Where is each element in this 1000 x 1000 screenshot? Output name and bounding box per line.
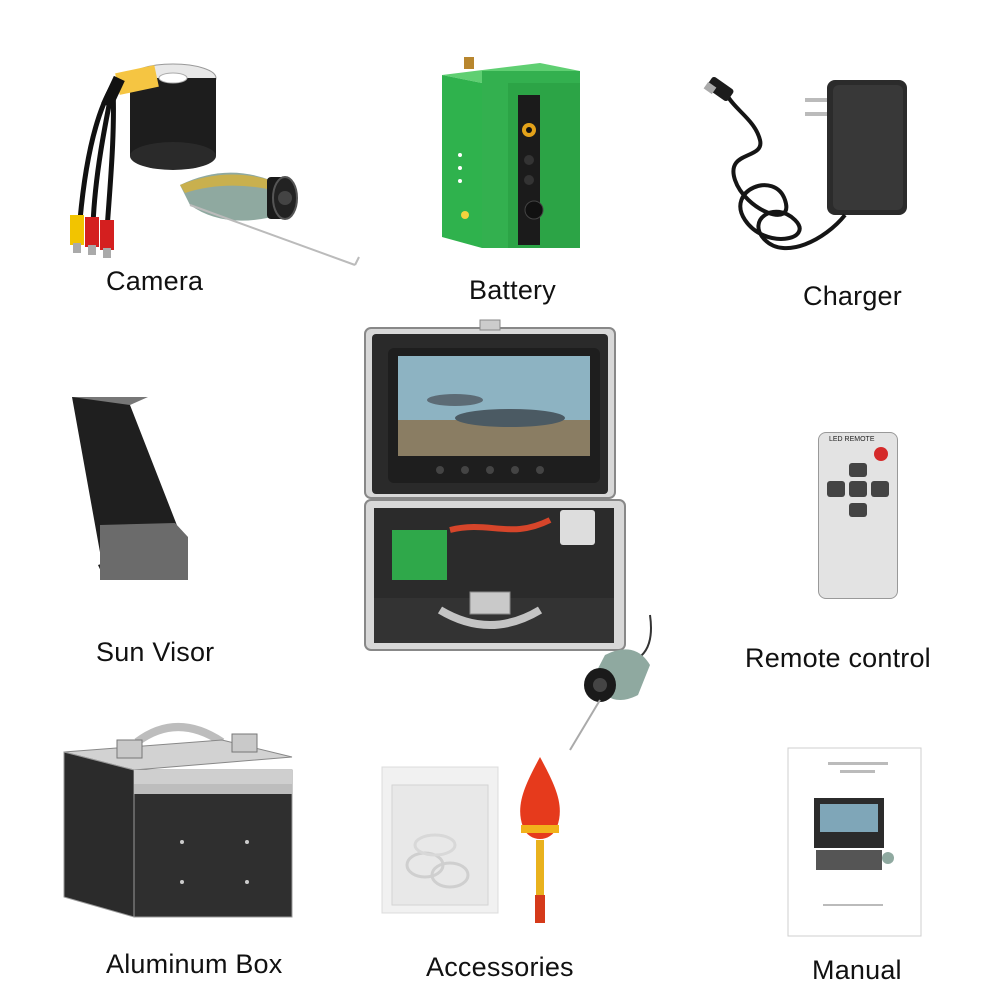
- camera-icon: [70, 63, 360, 266]
- sun-visor-icon: [72, 397, 188, 580]
- sun-visor-label: Sun Visor: [96, 637, 215, 667]
- battery-label: Battery: [469, 275, 556, 305]
- aluminum-box-icon: [63, 723, 293, 918]
- monitor-kit-icon: [364, 319, 652, 751]
- accessories-bag-icon: [381, 766, 499, 914]
- charger-label: Charger: [803, 281, 902, 311]
- battery-box-icon: [442, 57, 580, 248]
- manual-icon: [787, 747, 922, 937]
- camera-label: Camera: [106, 266, 204, 296]
- charger-adapter-icon: [703, 76, 907, 251]
- accessories-label: Accessories: [426, 952, 574, 982]
- float-icon: [520, 757, 560, 923]
- aluminum-box-label: Aluminum Box: [106, 949, 283, 979]
- manual-label: Manual: [812, 955, 902, 985]
- remote-control-label: Remote control: [745, 643, 931, 673]
- power-button: [874, 447, 888, 461]
- remote-control-icon: LED REMOTE: [818, 432, 898, 599]
- remote-brand-text: LED REMOTE: [829, 436, 875, 443]
